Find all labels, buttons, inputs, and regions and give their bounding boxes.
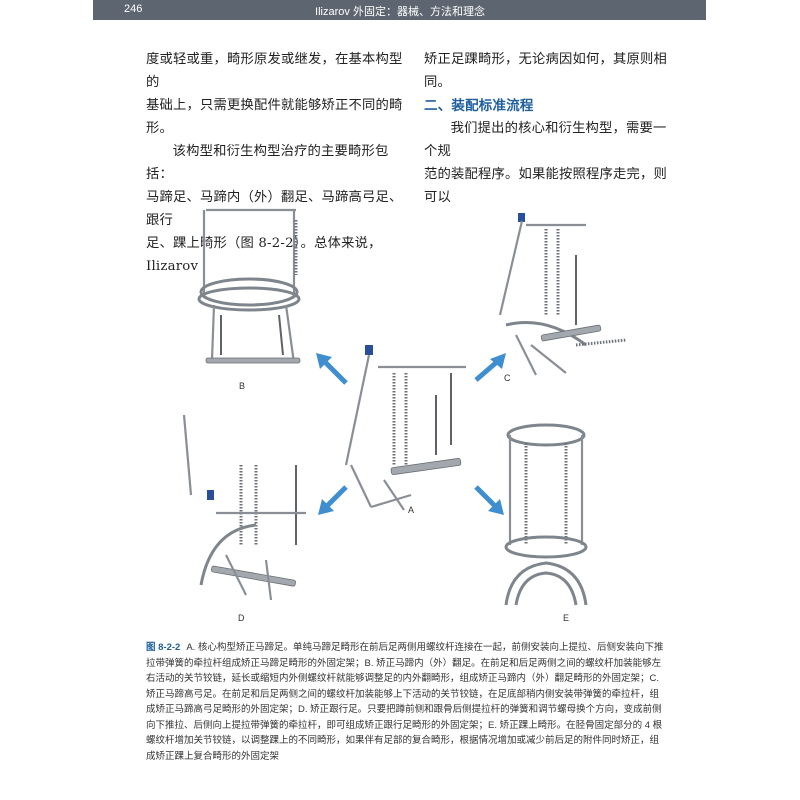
figure-label-a: A [408,505,415,515]
figure-label-d: D [238,613,245,623]
arrow-to-d [318,485,348,515]
text-line: 矫正足踝畸形，无论病因如何，其原则相同。 [424,52,667,90]
text-line: 我们提出的核心和衍生构型，需要一个规 [424,121,667,159]
text-line: 马蹄足、马蹄内（外）翻足、马蹄高弓足、跟行 [146,190,403,228]
text-line: 度或轻或重，畸形原发或继发，在基本构型的 [146,52,403,90]
caption-number: 图 8-2-2 [146,642,181,653]
left-column: 度或轻或重，畸形原发或继发，在基本构型的 基础上，只需更换配件就能够矫正不同的畸… [146,48,404,278]
arrow-to-b [316,353,348,385]
figure-label-e: E [563,613,570,623]
caption-text: A. 核心构型矫正马蹄足。单纯马蹄足畸形在前后足两侧用螺纹杆连接在一起，前侧安装… [146,642,664,762]
text-line: 范的装配程序。如果能按照程序走完，则可以 [424,167,667,205]
figure-label-b: B [239,381,246,391]
section-heading: 二、装配标准流程 [424,98,534,113]
fixator-a [344,345,466,511]
fixator-b [197,208,301,364]
running-title: Ilizarov 外固定：器械、方法和理念 [315,6,485,18]
page-number: 246 [124,3,143,15]
figure-illustration [182,208,627,606]
header-bar [93,0,706,20]
right-column: 矫正足踝畸形，无论病因如何，其原则相同。 二、装配标准流程 我们提出的核心和衍生… [424,48,678,209]
text-line: 基础上，只需更换配件就能够矫正不同的畸形。 [146,98,403,136]
figure-label-c: C [504,373,511,383]
page-header: 246 Ilizarov 外固定：器械、方法和理念 [0,0,800,20]
arrow-to-e [474,485,504,515]
text-line: 该构型和衍生构型治疗的主要畸形包括： [146,144,389,182]
fixator-c [498,213,627,376]
figure-8-2-2: B C A D E [146,195,666,625]
fixator-d [182,414,306,601]
fixator-e [504,423,588,606]
arrow-to-c [474,353,506,382]
